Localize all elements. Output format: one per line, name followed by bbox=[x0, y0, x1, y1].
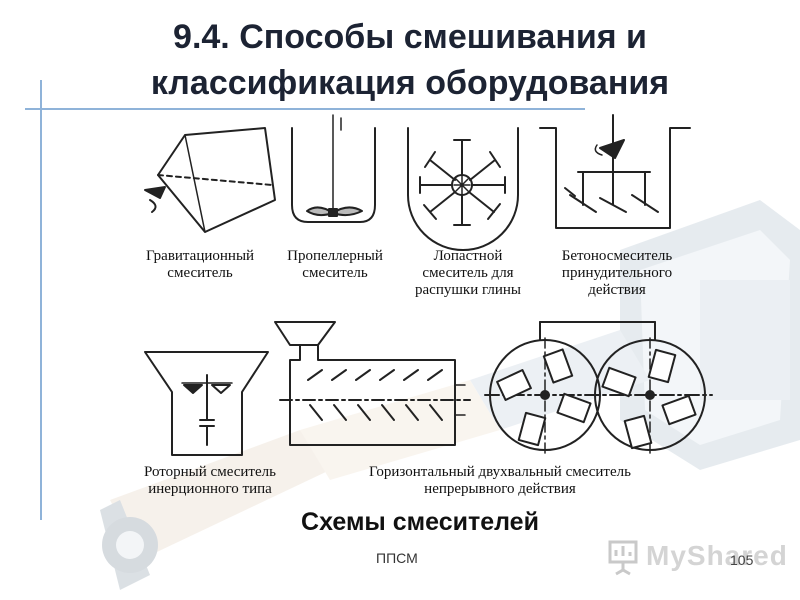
caption-paddle-mixer: Лопастной смеситель для распушки глины bbox=[415, 248, 521, 298]
decorative-line-vertical bbox=[40, 80, 42, 520]
footer-label: ППСМ bbox=[376, 550, 418, 566]
caption-forced-concrete-mixer: Бетоносмеситель принудительного действия bbox=[561, 248, 673, 298]
slide-title: 9.4. Способы смешивания и классификация … bbox=[60, 14, 760, 106]
paddle-mixer-scheme bbox=[407, 127, 519, 251]
caption-gravity-mixer: Гравитационный смеситель bbox=[145, 248, 255, 281]
logo-text: MyShared bbox=[646, 540, 788, 571]
schemes-subtitle: Схемы смесителей bbox=[301, 508, 539, 536]
decorative-line-horizontal bbox=[25, 108, 585, 110]
twin-shaft-mixer-scheme bbox=[484, 321, 713, 456]
propeller-mixer-scheme bbox=[291, 114, 376, 223]
title-line-2: классификация оборудования bbox=[150, 64, 670, 102]
myshared-logo: MyShared bbox=[606, 536, 787, 576]
page-number: 105 bbox=[730, 552, 754, 568]
horizontal-continuous-mixer-scheme bbox=[274, 321, 471, 446]
presentation-board-icon bbox=[608, 540, 638, 576]
gravity-mixer-scheme bbox=[144, 127, 276, 233]
title-line-1: 9.4. Способы смешивания и bbox=[173, 18, 647, 56]
caption-twin-shaft-mixer: Горизонтальный двухвальный смеситель неп… bbox=[369, 464, 631, 497]
caption-rotor-mixer: Роторный смеситель инерционного типа bbox=[144, 464, 276, 497]
caption-propeller-mixer: Пропеллерный смеситель bbox=[287, 248, 383, 281]
forced-concrete-mixer-scheme bbox=[539, 114, 691, 229]
rotor-mixer-scheme bbox=[144, 351, 269, 456]
